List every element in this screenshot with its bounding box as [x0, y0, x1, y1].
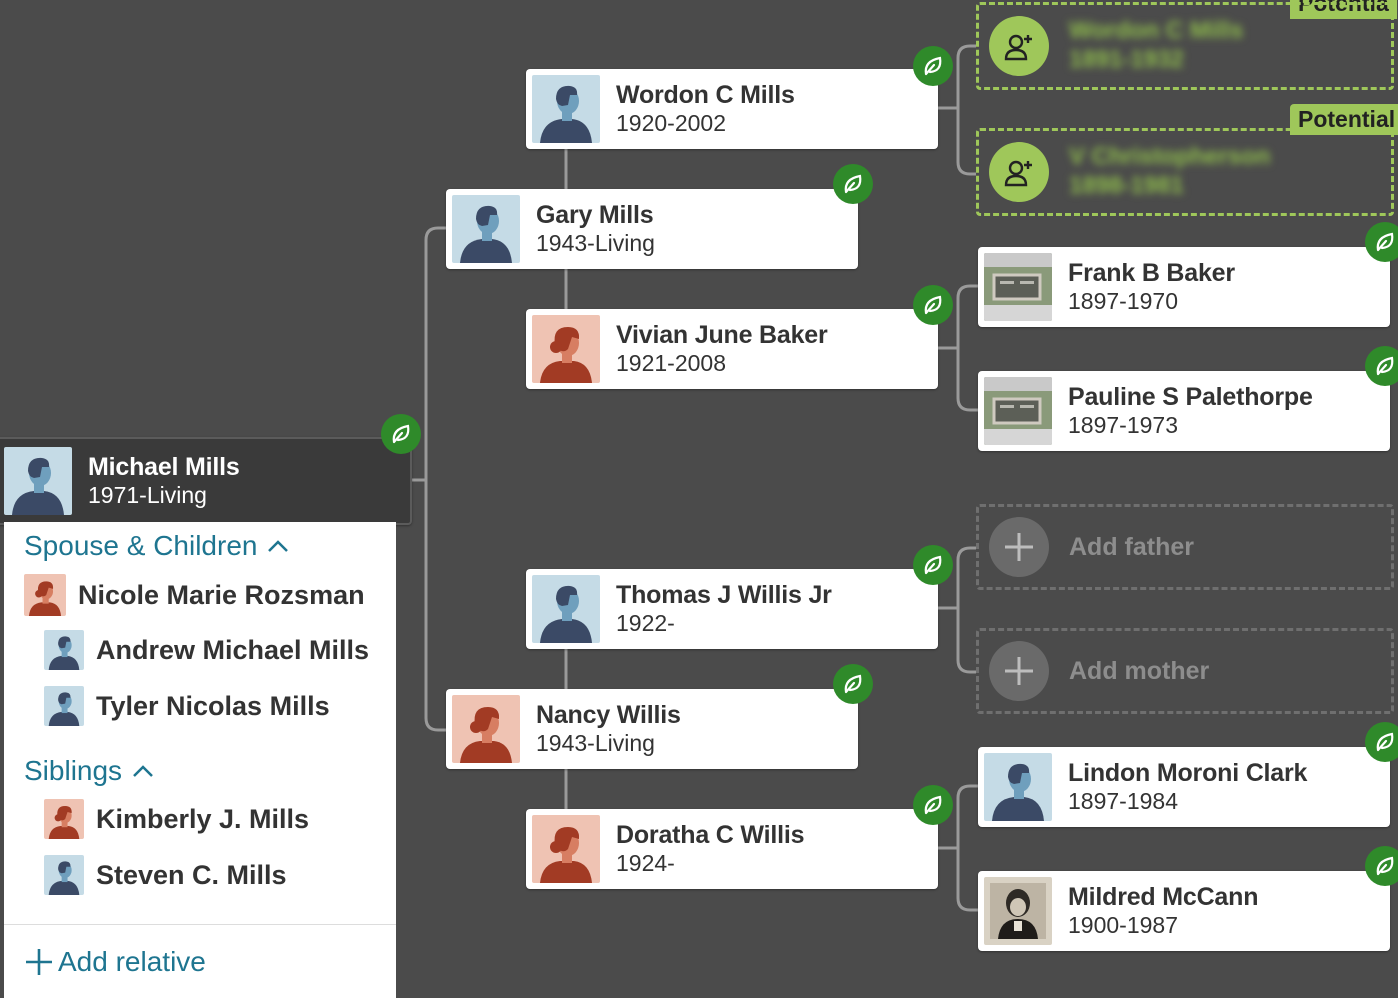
child-name: Tyler Nicolas Mills — [96, 690, 330, 721]
siblings-toggle[interactable]: Siblings — [24, 755, 156, 787]
sibling-item[interactable]: Kimberly J. Mills — [44, 799, 309, 839]
add-mother-button[interactable]: Add mother — [976, 628, 1394, 714]
add-father-button[interactable]: Add father — [976, 504, 1394, 590]
potential-mother-info: V Christopherson 1898-1981 — [1069, 143, 1271, 199]
person-name: Gary Mills — [536, 201, 654, 230]
female-avatar-icon — [532, 315, 600, 383]
add-person-icon — [989, 16, 1049, 76]
person-years: 1943-Living — [536, 730, 655, 757]
person-years: 1943-Living — [536, 230, 655, 257]
male-avatar-icon — [452, 195, 520, 263]
record-hint-icon[interactable] — [913, 46, 953, 86]
person-name: Nancy Willis — [536, 701, 681, 730]
record-hint-icon[interactable] — [833, 664, 873, 704]
sibling-item[interactable]: Steven C. Mills — [44, 855, 287, 895]
child-item[interactable]: Tyler Nicolas Mills — [44, 686, 330, 726]
person-years: 1897-1970 — [1068, 288, 1178, 315]
male-avatar-icon — [44, 855, 84, 895]
headstone-photo-icon — [984, 253, 1052, 321]
record-hint-icon[interactable] — [833, 164, 873, 204]
child-item[interactable]: Andrew Michael Mills — [44, 630, 369, 670]
record-hint-icon[interactable] — [913, 545, 953, 585]
person-name: Vivian June Baker — [616, 321, 828, 350]
add-relative-button[interactable]: Add relative — [24, 946, 206, 978]
female-avatar-icon — [532, 815, 600, 883]
add-relative-label: Add relative — [58, 946, 206, 977]
male-avatar-icon — [44, 686, 84, 726]
sibling-name: Steven C. Mills — [96, 859, 287, 890]
record-hint-icon[interactable] — [1365, 346, 1398, 386]
add-mother-label: Add mother — [1069, 656, 1210, 685]
person-years: 1897-1973 — [1068, 412, 1178, 439]
person-name: Mildred McCann — [1068, 883, 1259, 912]
panel-divider — [4, 924, 396, 925]
potential-father-info: Wordon C Mills 1891-1932 — [1069, 17, 1244, 73]
potential-mother-card[interactable]: V Christopherson 1898-1981 — [976, 128, 1394, 216]
chevron-up-icon — [132, 765, 153, 777]
person-years: 1921-2008 — [616, 350, 726, 377]
person-name: Thomas J Willis Jr — [616, 581, 832, 610]
male-avatar-icon — [4, 447, 72, 515]
person-name: Wordon C Mills — [616, 81, 795, 110]
person-years: 1920-2002 — [616, 110, 726, 137]
person-name: Doratha C Willis — [616, 821, 805, 850]
spouse-children-toggle[interactable]: Spouse & Children — [24, 530, 291, 562]
person-years: 1971-Living — [88, 482, 207, 509]
record-hint-icon[interactable] — [913, 285, 953, 325]
chevron-up-icon — [268, 540, 289, 552]
headstone-photo-icon — [984, 377, 1052, 445]
spouse-name: Nicole Marie Rozsman — [78, 579, 365, 610]
plus-icon — [26, 949, 52, 975]
male-avatar-icon — [532, 75, 600, 143]
portrait-photo-icon — [984, 877, 1052, 945]
section-label: Siblings — [24, 755, 123, 786]
person-years: 1924- — [616, 850, 675, 877]
record-hint-icon[interactable] — [913, 785, 953, 825]
record-hint-icon[interactable] — [1365, 722, 1398, 762]
add-father-label: Add father — [1069, 532, 1194, 561]
person-name: Pauline S Palethorpe — [1068, 383, 1313, 412]
person-years: 1900-1987 — [1068, 912, 1178, 939]
person-years: 1897-1984 — [1068, 788, 1178, 815]
record-hint-icon[interactable] — [1365, 222, 1398, 262]
male-avatar-icon — [532, 575, 600, 643]
potential-father-card[interactable]: Wordon C Mills 1891-1932 — [976, 2, 1394, 90]
female-avatar-icon — [44, 799, 84, 839]
add-person-icon — [989, 142, 1049, 202]
spouse-item[interactable]: Nicole Marie Rozsman — [24, 574, 365, 616]
record-hint-icon[interactable] — [1365, 846, 1398, 886]
female-avatar-icon — [24, 574, 66, 616]
male-avatar-icon — [984, 753, 1052, 821]
sibling-name: Kimberly J. Mills — [96, 803, 310, 834]
person-years: 1922- — [616, 610, 675, 637]
male-avatar-icon — [44, 630, 84, 670]
female-avatar-icon — [452, 695, 520, 763]
child-name: Andrew Michael Mills — [96, 634, 370, 665]
person-name: Frank B Baker — [1068, 259, 1235, 288]
person-name: Michael Mills — [88, 453, 240, 482]
record-hint-icon[interactable] — [381, 414, 421, 454]
plus-icon — [989, 517, 1049, 577]
section-label: Spouse & Children — [24, 530, 258, 561]
family-panel: Spouse & Children Nicole Marie Rozsman A… — [4, 522, 396, 998]
plus-icon — [989, 641, 1049, 701]
person-name: Lindon Moroni Clark — [1068, 759, 1308, 788]
